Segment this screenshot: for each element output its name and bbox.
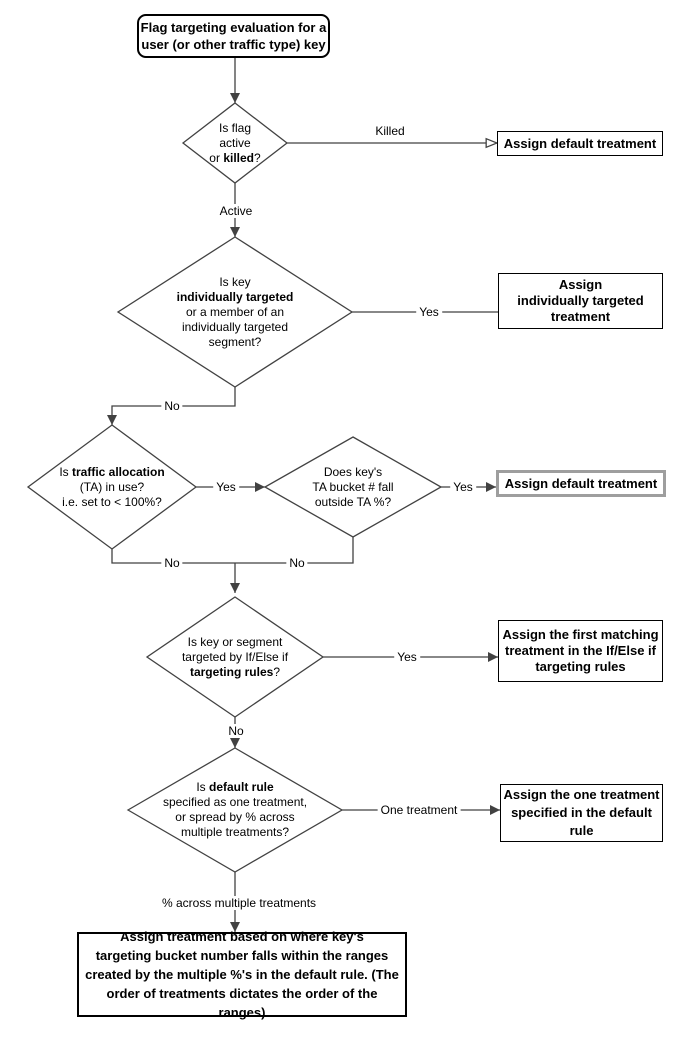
decision-line: targeted by If/Else if	[181, 649, 289, 664]
edge-label-yes-rules: Yes	[394, 650, 420, 664]
edge-label-yes-ta: Yes	[213, 480, 239, 494]
decision-traffic-allocation-shape	[26, 424, 198, 550]
edge-label-no-rules: No	[225, 724, 247, 738]
decision-line: TA bucket # fall	[312, 479, 394, 494]
decision-line: Is flag	[218, 120, 251, 135]
decision-line: Does key's	[323, 464, 383, 479]
decision-line: segment?	[208, 334, 262, 349]
box-line: Assign	[558, 277, 603, 292]
decision-line: Is key or segment	[187, 634, 283, 649]
decision-individually-targeted-shape	[116, 236, 354, 388]
edge-label-no-individual: No	[161, 399, 183, 413]
decision-ta-bucket-shape	[263, 436, 443, 538]
decision-shapes	[26, 102, 443, 873]
decision-line: or killed?	[209, 150, 261, 165]
box-line: Assign the one treatment	[503, 787, 660, 802]
box-line: Assign treatment based on where key's	[120, 929, 364, 944]
edge-label-one-treatment: One treatment	[377, 803, 461, 817]
decision-targeting-rules-shape	[145, 596, 325, 718]
box-line: Assign default treatment	[503, 135, 657, 151]
box-line: targeting bucket number falls within the…	[95, 948, 389, 963]
box-assign-default-killed: Assign default treatment	[497, 131, 663, 156]
decision-ta-bucket: Does key's TA bucket # fall outside TA %…	[265, 437, 441, 537]
box-line: created by the multiple %'s in the defau…	[85, 967, 399, 982]
box-line: Assign default treatment	[504, 475, 658, 491]
start-node-line: Flag targeting evaluation for a	[140, 20, 327, 35]
decision-line: multiple treatments?	[180, 825, 290, 839]
box-line: treatment	[550, 309, 611, 324]
decision-line: i.e. set to < 100%?	[62, 494, 162, 509]
decision-flag-active-shape	[181, 102, 289, 184]
box-assign-first-matching: Assign the first matching treatment in t…	[498, 620, 663, 682]
box-assign-default-ta: Assign default treatment	[496, 470, 666, 497]
box-assign-individual-treatment: Assign individually targeted treatment	[498, 273, 663, 329]
edge-label-pct-across: % across multiple treatments	[158, 896, 320, 910]
box-line: Assign the first matching	[502, 627, 659, 642]
decision-line: outside TA %?	[314, 494, 392, 509]
start-node-line: user (or other traffic type) key	[141, 37, 326, 52]
decision-targeting-rules: Is key or segment targeted by If/Else if…	[147, 597, 323, 717]
edge-label-active: Active	[216, 204, 256, 218]
box-assign-one-treatment: Assign the one treatment specified in th…	[500, 784, 663, 842]
box-line: targeting rules	[535, 659, 626, 674]
decision-traffic-allocation: Is traffic allocation (TA) in use? i.e. …	[28, 425, 196, 549]
edge-no-merge-line	[111, 537, 354, 564]
edge-label-yes-individual: Yes	[416, 305, 442, 319]
box-line: treatment in the If/Else if	[505, 643, 656, 658]
box-line: individually targeted	[517, 293, 644, 308]
box-assign-by-ranges: Assign treatment based on where key's ta…	[77, 929, 407, 1020]
decision-flag-active: Is flag active or killed?	[183, 103, 287, 183]
decision-line: targeting rules?	[189, 664, 281, 679]
decision-individually-targeted: Is key individually targeted or a member…	[118, 237, 352, 387]
decision-line: Is traffic allocation	[59, 464, 165, 479]
decision-default-rule-shape	[126, 747, 344, 873]
decision-line: or spread by % across	[175, 810, 295, 824]
edge-label-no-ta: No	[161, 556, 183, 570]
decision-line: or a member of an	[185, 304, 285, 319]
decision-line: (TA) in use?	[79, 479, 145, 494]
box-line: order of treatments dictates the order o…	[106, 986, 378, 1020]
decision-line: individually targeted	[176, 289, 294, 304]
decision-line: Is default rule	[196, 780, 274, 794]
edge-label-yes-bucket: Yes	[450, 480, 476, 494]
start-node: Flag targeting evaluation for a user (or…	[137, 14, 330, 58]
edge-label-no-bucket: No	[286, 556, 308, 570]
decision-line: active	[219, 135, 251, 150]
box-line: specified in the default rule	[511, 805, 652, 838]
decision-line: Is key	[219, 274, 251, 289]
decision-line: individually targeted	[181, 319, 289, 334]
decision-default-rule: Is default rule specified as one treatme…	[128, 748, 342, 872]
decision-line: specified as one treatment,	[162, 795, 308, 809]
edge-label-killed: Killed	[372, 124, 408, 138]
